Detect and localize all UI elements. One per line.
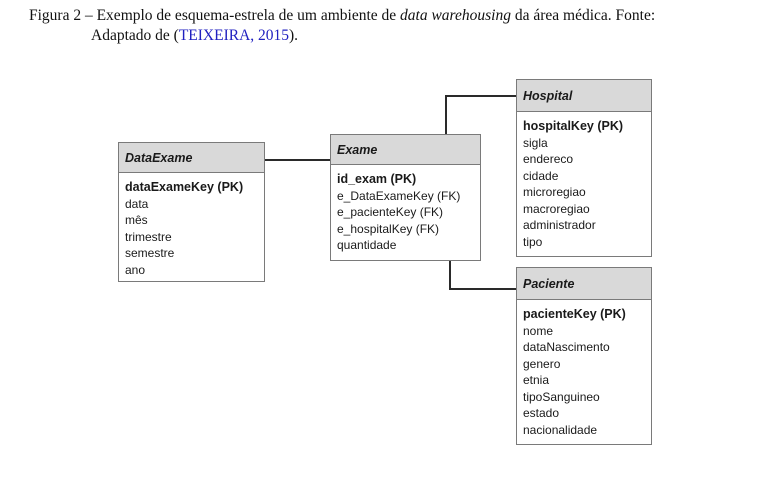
field-item: nacionalidade [523, 422, 598, 437]
caption-italic: data warehousing [400, 7, 511, 24]
field-item: ano [125, 262, 146, 277]
field-item: e_DataExameKey (FK) [337, 188, 461, 203]
table-exame-pk: id_exam (PK) [337, 172, 417, 186]
field-item: etnia [523, 373, 550, 387]
field-item: tipoSanguineo [523, 389, 600, 404]
table-hospital-fields: hospitalKey (PK) sigla endereco cidade m… [517, 112, 651, 250]
citation-year[interactable]: 2015 [258, 27, 290, 44]
connector-exame-hospital-horizontal [445, 95, 517, 97]
field-item: semestre [125, 246, 175, 260]
field-item: data [125, 196, 149, 211]
table-dataexame-fields: dataExameKey (PK) data mês trimestre sem… [119, 173, 264, 278]
caption-prefix: Figura 2 – Exemplo de esquema-estrela de… [29, 7, 401, 24]
table-exame-fields: id_exam (PK) e_DataExameKey (FK) e_pacie… [331, 165, 480, 254]
caption-line2-prefix: Adaptado de ( [91, 27, 179, 44]
field-item: mês [125, 213, 148, 227]
table-paciente-pk: pacienteKey (PK) [523, 307, 626, 321]
caption-suffix: da área médica. Fonte: [510, 7, 656, 24]
field-item: sigla [523, 135, 548, 150]
table-dataexame-pk: dataExameKey (PK) [125, 180, 244, 194]
field-item: e_hospitalKey (FK) [337, 221, 440, 236]
field-item: macroregiao [523, 201, 590, 216]
field-item: estado [523, 406, 560, 420]
table-exame: Exame id_exam (PK) e_DataExameKey (FK) e… [330, 134, 481, 261]
caption-line-2: Adaptado de (TEIXEIRA, 2015). [29, 26, 774, 46]
field-item: trimestre [125, 229, 172, 244]
caption-line2-suffix: ). [289, 27, 299, 44]
table-dataexame-title: DataExame [119, 143, 264, 173]
citation-link[interactable]: TEIXEIRA, 2015 [179, 27, 289, 44]
table-paciente: Paciente pacienteKey (PK) nome dataNasci… [516, 267, 652, 445]
field-item: endereco [523, 152, 574, 166]
citation-separator: , [250, 27, 259, 44]
table-hospital-title: Hospital [517, 80, 651, 112]
field-item: dataNascimento [523, 340, 610, 354]
table-paciente-fields: pacienteKey (PK) nome dataNascimento gen… [517, 300, 651, 438]
field-item: tipo [523, 234, 543, 249]
connector-exame-hospital-vertical [445, 95, 447, 134]
field-item: administrador [523, 218, 596, 232]
table-hospital-pk: hospitalKey (PK) [523, 119, 624, 133]
field-item: genero [523, 356, 561, 371]
caption-line-1: Figura 2 – Exemplo de esquema-estrela de… [29, 6, 774, 26]
field-item: cidade [523, 168, 559, 183]
field-item: nome [523, 323, 554, 338]
table-exame-title: Exame [331, 135, 480, 165]
connector-exame-paciente-vertical [449, 259, 451, 290]
field-item: e_pacienteKey (FK) [337, 205, 444, 219]
table-paciente-title: Paciente [517, 268, 651, 300]
connector-dataexame-exame [264, 159, 331, 161]
table-dataexame: DataExame dataExameKey (PK) data mês tri… [118, 142, 265, 282]
table-hospital: Hospital hospitalKey (PK) sigla endereco… [516, 79, 652, 257]
figure-caption: Figura 2 – Exemplo de esquema-estrela de… [29, 6, 774, 46]
citation-author[interactable]: TEIXEIRA [178, 27, 251, 44]
connector-exame-paciente-horizontal [449, 288, 517, 290]
field-item: quantidade [337, 238, 397, 252]
field-item: microregiao [523, 185, 586, 199]
